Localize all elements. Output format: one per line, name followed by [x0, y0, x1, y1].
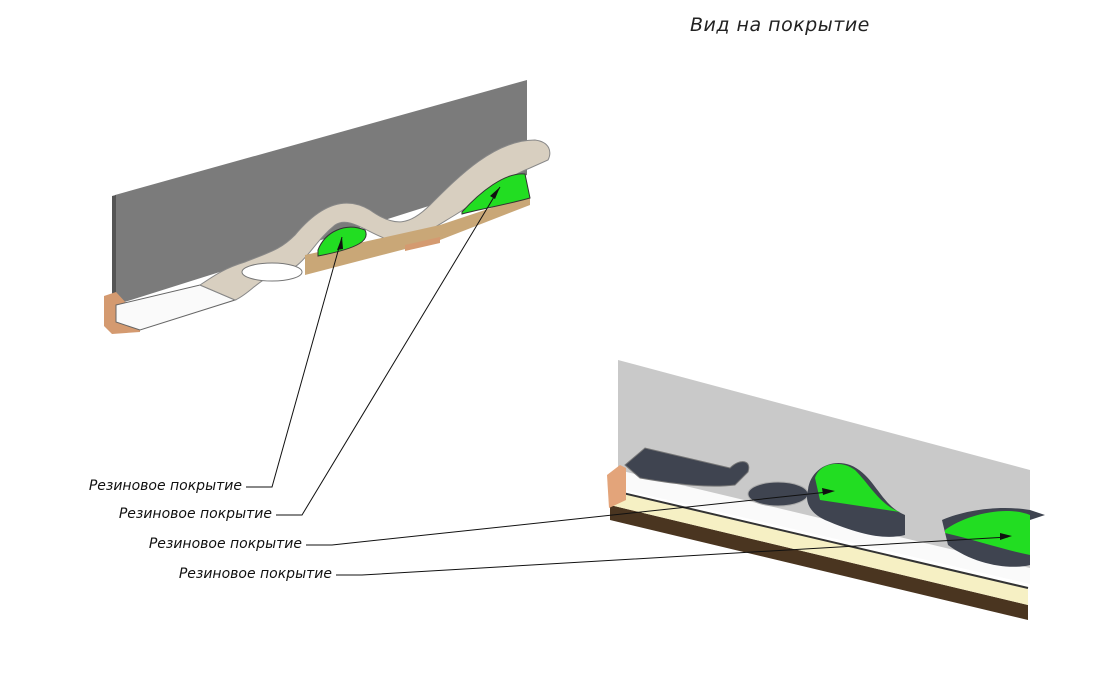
bottom-white-floor: [612, 470, 1030, 584]
callout-label-2: Резиновое покрытие: [118, 506, 272, 522]
leader-line-4: [336, 536, 1009, 576]
leader-line-3: [306, 491, 829, 546]
top-wall: [115, 80, 527, 305]
top-wavy-surface: [198, 139, 551, 301]
callout-label-1: Резиновое покрытие: [88, 478, 242, 494]
top-wall-edge: [112, 195, 116, 306]
arrowheads: [337, 187, 1012, 540]
top-sand-fill: [305, 195, 530, 275]
arrowhead-1: [337, 237, 343, 250]
arrowhead-3: [822, 488, 835, 495]
bottom-base-line: [609, 489, 1029, 589]
leader-line-1: [246, 236, 343, 488]
top-white-floor: [115, 284, 237, 331]
top-render: [104, 80, 551, 334]
bottom-base-brown: [610, 505, 1028, 620]
top-wood-strip: [405, 237, 440, 251]
callout-label-4: Резиновое покрытие: [178, 566, 332, 582]
leader-line-2: [276, 186, 501, 516]
top-hole: [241, 262, 303, 282]
bottom-rubber-2: [747, 481, 809, 507]
bottom-green-pocket-2: [945, 510, 1030, 555]
arrowhead-4: [1000, 533, 1012, 540]
callout-label-3: Резиновое покрытие: [148, 536, 302, 552]
bottom-rubber-1: [624, 447, 750, 487]
arrowhead-2: [490, 187, 500, 199]
bottom-render: [607, 360, 1045, 620]
bottom-green-pocket-1: [815, 463, 900, 512]
bottom-base-cream: [610, 490, 1028, 605]
leader-lines: [246, 186, 1009, 576]
view-title: Вид на покрытие: [690, 14, 870, 36]
bottom-wood: [607, 465, 626, 508]
